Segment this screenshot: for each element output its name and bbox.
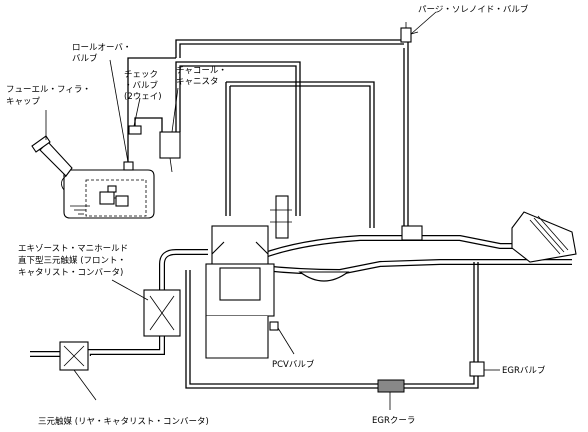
intake-system (260, 211, 577, 282)
front-catalytic-converter (143, 289, 181, 337)
label-filler-cap-line2: キャップ (6, 97, 41, 107)
egr-valve (469, 361, 500, 377)
label-check-valve-line1: チェック (124, 70, 158, 80)
label-front-cat-line1: エキゾースト・マニホールド (18, 244, 128, 254)
label-filler-cap-line1: フューエル・フィラ・ (6, 85, 91, 95)
label-check-valve-line3: (2ウェイ) (124, 92, 162, 102)
charcoal-canister (159, 131, 181, 173)
egr-cooler (377, 379, 405, 393)
label-rear-cat: 三元触媒 (リヤ・キャタリスト・コンバータ) (38, 416, 209, 427)
label-rollover-valve-line2: バルブ (72, 53, 98, 64)
leader-lines (45, 11, 437, 410)
label-front-cat-line2: 直下型三元触媒 (フロント・ (18, 255, 126, 266)
label-front-cat-line3: キャタリスト・コンバータ) (18, 268, 123, 278)
engine (205, 195, 292, 359)
egr-lines (185, 262, 479, 389)
fuel-tank (63, 169, 155, 219)
label-charcoal-canister-line2: キャニスタ (176, 77, 219, 87)
label-egr-valve: EGRバルブ (502, 365, 546, 376)
label-purge-solenoid: パージ・ソレノイド・バルブ (418, 4, 529, 15)
label-check-valve-line2: ・バルブ (124, 80, 159, 91)
label-egr-cooler: EGRクーラ (372, 416, 415, 426)
label-pcv-valve: PCVバルブ (272, 359, 315, 370)
label-rollover-valve-line1: ロールオーバ・ (72, 43, 131, 53)
purge-solenoid-valve (400, 22, 419, 43)
vapor-lines (127, 39, 409, 228)
pcv-valve (269, 321, 279, 331)
rear-catalytic-converter (59, 341, 89, 371)
rollover-valve (123, 161, 134, 171)
check-valve (128, 125, 142, 135)
label-charcoal-canister-line1: チャコール・ (176, 66, 227, 76)
